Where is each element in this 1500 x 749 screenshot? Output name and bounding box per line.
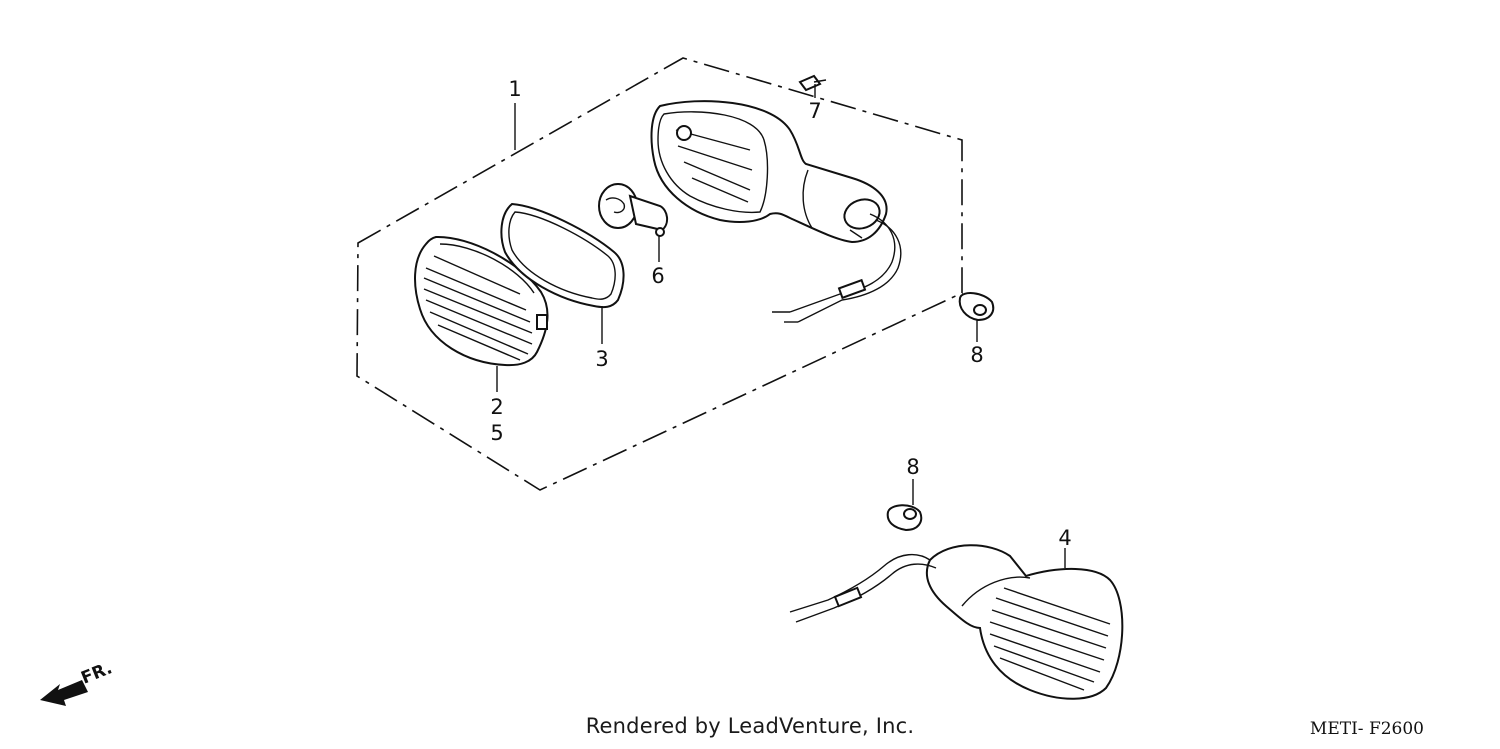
gasket-part[interactable] xyxy=(500,202,625,309)
callout-7: 7 xyxy=(808,99,821,123)
callout-1: 1 xyxy=(508,77,521,101)
callout-4: 4 xyxy=(1058,526,1071,550)
screw-part[interactable] xyxy=(798,74,827,92)
callout-2: 2 xyxy=(490,395,503,419)
lens-part[interactable] xyxy=(414,235,549,367)
front-direction-arrow-icon xyxy=(40,680,88,706)
grommet-part-upper[interactable] xyxy=(958,292,995,322)
front-direction-label: FR. xyxy=(78,658,115,688)
assembly-boundary xyxy=(356,57,963,491)
callout-8-upper: 8 xyxy=(970,343,983,367)
leader-lines xyxy=(496,84,1066,568)
diagram-code: METI- F2600 xyxy=(1309,719,1424,739)
housing-part[interactable] xyxy=(650,100,888,244)
grommet-part-lower[interactable] xyxy=(886,504,923,532)
housing-wires xyxy=(772,213,902,323)
callout-3: 3 xyxy=(595,347,608,371)
callout-6: 6 xyxy=(651,264,664,288)
winker-assembly-part[interactable] xyxy=(789,544,1124,700)
callout-5: 5 xyxy=(490,421,503,445)
bulb-part[interactable] xyxy=(598,183,668,237)
credit-text: Rendered by LeadVenture, Inc. xyxy=(585,714,915,738)
callout-8-lower: 8 xyxy=(906,455,919,479)
